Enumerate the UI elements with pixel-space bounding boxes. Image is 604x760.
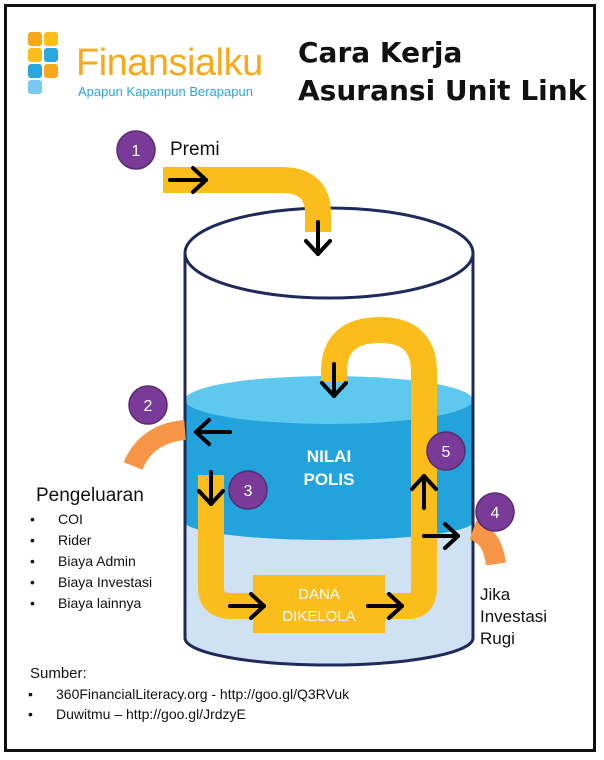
nilai-polis-line-1: NILAI	[307, 447, 351, 466]
arrow-down-into-tank	[304, 220, 332, 256]
title-line-2: Asuransi Unit Link	[298, 74, 587, 107]
step-2-number: 2	[144, 398, 153, 415]
sumber-title: Sumber:	[30, 665, 87, 682]
tank-bottom	[183, 637, 475, 667]
arrow-down-reinvest	[320, 362, 348, 398]
step-5-badge: 5	[426, 431, 466, 471]
premi-label: Premi	[170, 139, 220, 160]
source-link[interactable]: Duwitmu – http://goo.gl/JrdzyE	[26, 704, 349, 724]
pengeluaran-title: Pengeluaran	[36, 485, 144, 506]
dana-dikelola-line-2: DIKELOLA	[282, 608, 355, 625]
rugi-label: Jika Investasi Rugi	[480, 584, 547, 650]
step-4-badge: 4	[475, 492, 515, 532]
brand-name: Finansialku	[76, 42, 263, 84]
arrow-right-out-dana	[366, 592, 404, 620]
outflow-pengeluaran	[123, 420, 187, 471]
source-link[interactable]: 360FinancialLiteracy.org - http://goo.gl…	[26, 684, 349, 704]
rugi-line-2: Investasi	[480, 607, 548, 626]
investment-loop-flow	[198, 316, 437, 619]
arrow-up-step5	[410, 474, 438, 510]
step-2-badge: 2	[128, 385, 168, 425]
premi-flow	[163, 167, 331, 232]
list-item: Rider	[28, 530, 152, 551]
step-3-number: 3	[244, 483, 253, 500]
dana-dikelola-line-1: DANA	[298, 586, 340, 603]
pengeluaran-list: COI Rider Biaya Admin Biaya Investasi Bi…	[28, 509, 152, 614]
brand-tagline: Apapun Kapanpun Berapapun	[78, 84, 253, 99]
page-title: Cara Kerja Asuransi Unit Link	[298, 34, 586, 110]
outflow-rugi	[468, 520, 506, 566]
diagram-frame	[4, 4, 596, 752]
step-4-number: 4	[491, 505, 500, 522]
finansialku-logo-icon	[28, 32, 58, 94]
arrow-right-into-dana	[228, 592, 266, 620]
arrow-down-step3	[197, 470, 225, 506]
arrow-right-premi	[168, 166, 208, 194]
step-3-badge: 3	[228, 470, 268, 510]
title-line-1: Cara Kerja	[298, 36, 463, 69]
rugi-line-1: Jika	[480, 585, 511, 604]
list-item: Biaya Admin	[28, 551, 152, 572]
list-item: Biaya lainnya	[28, 593, 152, 614]
step-1-number: 1	[132, 143, 141, 160]
nilai-polis-line-2: POLIS	[303, 470, 354, 489]
sumber-list: 360FinancialLiteracy.org - http://goo.gl…	[26, 684, 349, 724]
list-item: Biaya Investasi	[28, 572, 152, 593]
arrow-right-rugi	[422, 522, 460, 550]
dana-dikelola-box	[253, 575, 385, 633]
step-1-badge: 1	[116, 130, 156, 170]
water-surface	[185, 376, 473, 424]
list-item: COI	[28, 509, 152, 530]
arrow-left-pengeluaran	[194, 418, 232, 446]
rugi-line-3: Rugi	[480, 629, 515, 648]
step-5-number: 5	[442, 444, 451, 461]
